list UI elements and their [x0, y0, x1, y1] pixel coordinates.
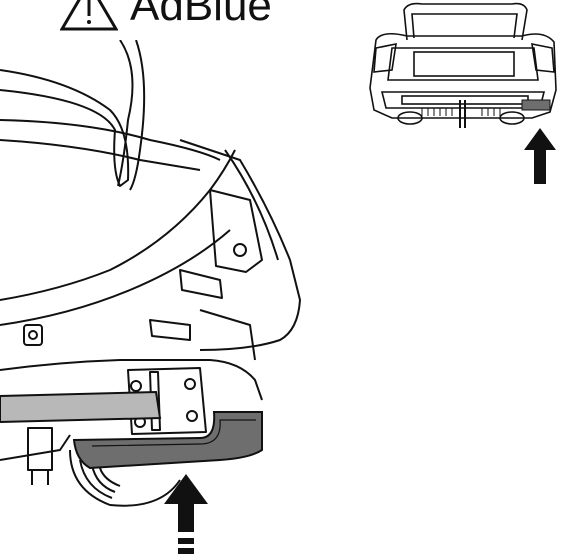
rear-bumper-lower-trim-panel	[72, 411, 263, 470]
warning-triangle-icon	[60, 0, 118, 32]
warning-header: AdBlue	[60, 0, 272, 32]
vehicle-rear-overview	[369, 2, 557, 128]
overview-pointer-arrow-icon	[524, 128, 556, 184]
tow-bar-crossmember	[0, 390, 162, 424]
warning-title-text: AdBlue	[130, 0, 272, 30]
rear-bumper-detail-view	[0, 40, 301, 507]
detail-pointer-arrow-icon	[164, 474, 208, 554]
